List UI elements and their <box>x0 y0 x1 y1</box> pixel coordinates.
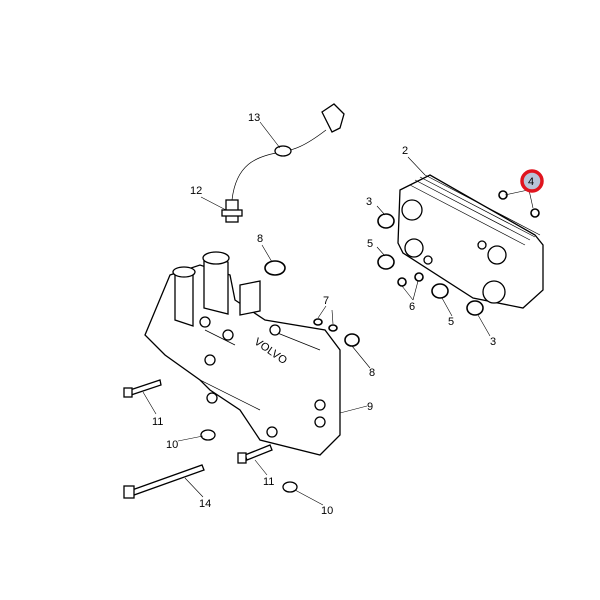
highlight-ring <box>520 169 544 193</box>
o-rings-cooler <box>377 190 540 316</box>
callout-2[interactable]: 2 <box>402 145 408 157</box>
oil-cooler-2 <box>397 174 544 309</box>
callout-5-right[interactable]: 5 <box>448 316 454 328</box>
callout-6[interactable]: 6 <box>409 301 415 313</box>
callout-13[interactable]: 13 <box>248 112 260 124</box>
callout-10-right[interactable]: 10 <box>321 505 333 517</box>
callout-3-lower[interactable]: 3 <box>490 336 496 348</box>
sensor-12 <box>221 199 243 223</box>
callout-8-lower[interactable]: 8 <box>369 367 375 379</box>
callout-12[interactable]: 12 <box>190 185 202 197</box>
callout-4-highlighted[interactable]: 4 <box>528 176 534 188</box>
callout-8-upper[interactable]: 8 <box>257 233 263 245</box>
oil-filter-housing-9: VOLVO <box>144 251 341 456</box>
callout-11-left[interactable]: 11 <box>152 416 163 428</box>
callout-11-right[interactable]: 11 <box>263 476 274 488</box>
sensor-cable-13 <box>231 103 345 201</box>
washers-10 <box>200 429 298 493</box>
callout-labels: 13 12 8 2 3 4 5 6 5 3 7 8 9 11 10 11 14 … <box>152 112 544 517</box>
bolt-14 <box>123 464 205 499</box>
callout-5-left[interactable]: 5 <box>367 238 373 250</box>
callout-14[interactable]: 14 <box>199 498 211 510</box>
bolt-11-right <box>237 444 273 464</box>
callout-7[interactable]: 7 <box>323 295 329 307</box>
leader-lines <box>142 121 534 506</box>
bolt-11-left <box>123 379 162 398</box>
callout-9[interactable]: 9 <box>367 401 373 413</box>
callout-3-upper[interactable]: 3 <box>366 196 372 208</box>
callout-10-left[interactable]: 10 <box>166 439 178 451</box>
